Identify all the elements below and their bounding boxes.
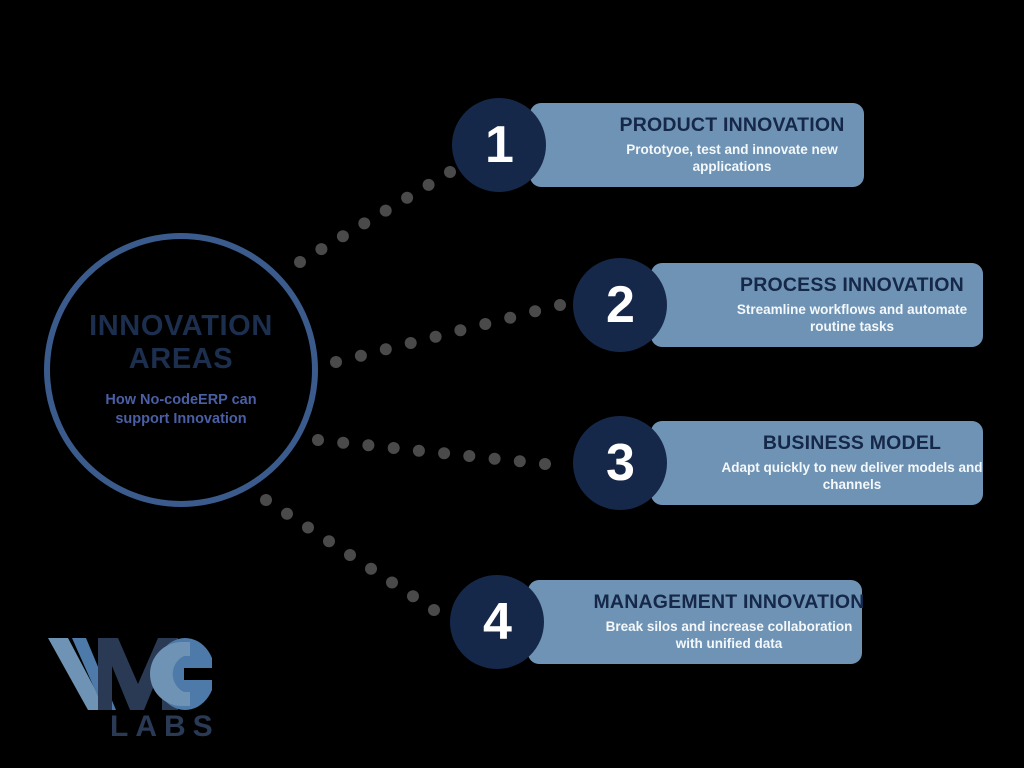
hub-to-step-2-dot: [330, 356, 342, 368]
step-number-1: 1: [485, 116, 514, 174]
hub-circle: INNOVATION AREAS How No-codeERP can supp…: [44, 233, 318, 507]
step-text-4: MANAGEMENT INNOVATION Break silos and in…: [582, 591, 876, 652]
hub-to-step-4-dot: [344, 549, 356, 561]
step-badge-4: 4: [450, 575, 544, 669]
step-title-2: PROCESS INNOVATION: [740, 274, 964, 297]
hub-to-step-4-dot: [386, 576, 398, 589]
hub-to-step-2-dot: [504, 311, 517, 324]
hub-to-step-3-dot: [513, 455, 526, 468]
hub-to-step-1-dot: [401, 191, 414, 204]
step-badge-3: 3: [573, 416, 667, 510]
step-description-4: Break silos and increase collaboration w…: [605, 618, 853, 651]
hub-to-step-3-dot: [387, 442, 400, 454]
hub-to-step-3-dot: [312, 434, 324, 446]
hub-to-step-1-dot: [358, 217, 371, 230]
hub-to-step-1-dot: [294, 256, 306, 268]
hub-to-step-1-dot: [336, 230, 349, 243]
hub-to-step-2-dot: [479, 318, 492, 330]
hub-to-step-2-dot: [354, 349, 367, 362]
step-bar-3: BUSINESS MODEL Adapt quickly to new deli…: [651, 421, 983, 505]
hub-to-step-4-dot: [302, 521, 314, 534]
hub-title: INNOVATION AREAS: [89, 310, 273, 375]
step-item-4[interactable]: MANAGEMENT INNOVATION Break silos and in…: [450, 575, 864, 669]
step-bar-2: PROCESS INNOVATION Streamline workflows …: [651, 263, 983, 347]
step-number-3: 3: [606, 434, 635, 492]
step-item-3[interactable]: BUSINESS MODEL Adapt quickly to new deli…: [573, 416, 983, 510]
step-text-2: PROCESS INNOVATION Streamline workflows …: [708, 274, 996, 335]
hub-to-step-2-dot: [379, 343, 392, 356]
hub-to-step-3-dot: [488, 452, 501, 465]
step-item-2[interactable]: PROCESS INNOVATION Streamline workflows …: [573, 258, 983, 352]
hub-to-step-4-dot: [323, 535, 335, 548]
step-title-3: BUSINESS MODEL: [762, 432, 942, 455]
hub-to-step-2-dot: [454, 324, 467, 337]
hub-to-step-2-dot: [429, 330, 442, 343]
step-text-3: BUSINESS MODEL Adapt quickly to new deli…: [708, 432, 996, 493]
hub-to-step-2-dot: [529, 305, 542, 318]
hub-to-step-2-dot: [554, 299, 566, 311]
hub-to-step-3-dot: [362, 439, 375, 452]
hub-to-step-3-dot: [337, 436, 350, 449]
hub-to-step-1-dot: [315, 243, 328, 256]
hub-to-step-4-dot: [281, 507, 293, 520]
step-badge-1: 1: [452, 98, 546, 192]
hub-to-step-4-dot: [365, 562, 377, 575]
step-title-1: PRODUCT INNOVATION: [619, 114, 845, 137]
step-description-1: Prototyoe, test and innovate new applica…: [626, 141, 838, 174]
hub-to-step-3-dot: [539, 458, 551, 470]
brand-logo: LABS: [42, 634, 222, 750]
vmg-monogram-icon: [48, 638, 212, 710]
step-number-2: 2: [606, 276, 635, 334]
step-item-1[interactable]: PRODUCT INNOVATION Prototyoe, test and i…: [452, 98, 864, 192]
hub-to-step-1-dot: [379, 204, 392, 217]
step-bar-1: PRODUCT INNOVATION Prototyoe, test and i…: [530, 103, 864, 187]
step-bar-4: MANAGEMENT INNOVATION Break silos and in…: [528, 580, 864, 664]
hub-to-step-4-dot: [428, 604, 440, 616]
hub-subtitle: How No-codeERP can support Innovation: [105, 392, 257, 428]
hub-to-step-2-dot: [404, 337, 417, 349]
step-badge-2: 2: [573, 258, 667, 352]
step-title-4: MANAGEMENT INNOVATION: [593, 591, 865, 614]
step-number-4: 4: [483, 593, 512, 651]
hub-to-step-3-dot: [438, 447, 451, 460]
logo-wordmark: LABS: [110, 710, 220, 743]
hub-to-step-4-dot: [260, 494, 272, 506]
step-description-2: Streamline workflows and automate routin…: [736, 301, 968, 334]
hub-to-step-3-dot: [412, 444, 425, 457]
hub-to-step-1-dot: [422, 178, 435, 191]
hub-to-step-4-dot: [407, 590, 419, 603]
hub-to-step-3-dot: [463, 450, 476, 462]
step-description-3: Adapt quickly to new deliver models and …: [721, 459, 983, 492]
step-text-1: PRODUCT INNOVATION Prototyoe, test and i…: [587, 114, 877, 175]
